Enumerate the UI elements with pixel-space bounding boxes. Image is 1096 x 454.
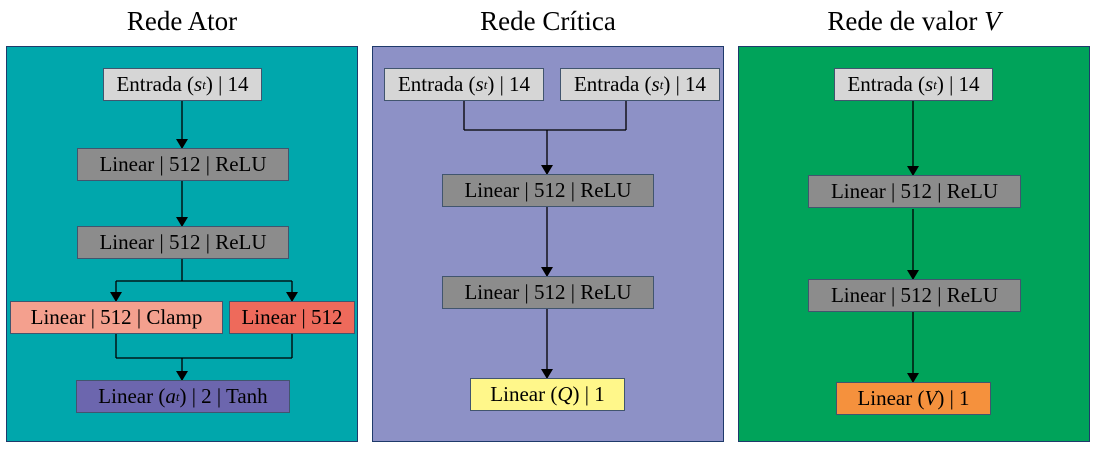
critic-output-node: Linear (Q) | 1: [470, 378, 625, 411]
value-title-var: V: [984, 6, 1001, 36]
value-hidden-layer-2: Linear | 512 | ReLU: [808, 279, 1021, 312]
actor-linear-512-layer: Linear | 512: [229, 301, 355, 334]
value-title-text: Rede de valor: [827, 6, 978, 36]
critic-hidden-layer-1: Linear | 512 | ReLU: [442, 174, 654, 207]
actor-hidden-layer-2: Linear | 512 | ReLU: [77, 226, 289, 259]
value-hidden-layer-1: Linear | 512 | ReLU: [808, 175, 1021, 208]
actor-network-title: Rede Ator: [6, 6, 358, 37]
actor-title-text: Rede Ator: [126, 6, 238, 36]
actor-hidden-layer-1: Linear | 512 | ReLU: [77, 148, 289, 181]
actor-clamp-layer: Linear | 512 | Clamp: [10, 301, 223, 334]
value-output-node: Linear (V) | 1: [836, 382, 991, 415]
critic-network-title: Rede Crítica: [372, 6, 724, 37]
value-network-title: Rede de valor V: [738, 6, 1090, 37]
value-network-panel: [738, 46, 1090, 442]
critic-hidden-layer-2: Linear | 512 | ReLU: [442, 276, 654, 309]
critic-title-text: Rede Crítica: [480, 6, 616, 36]
